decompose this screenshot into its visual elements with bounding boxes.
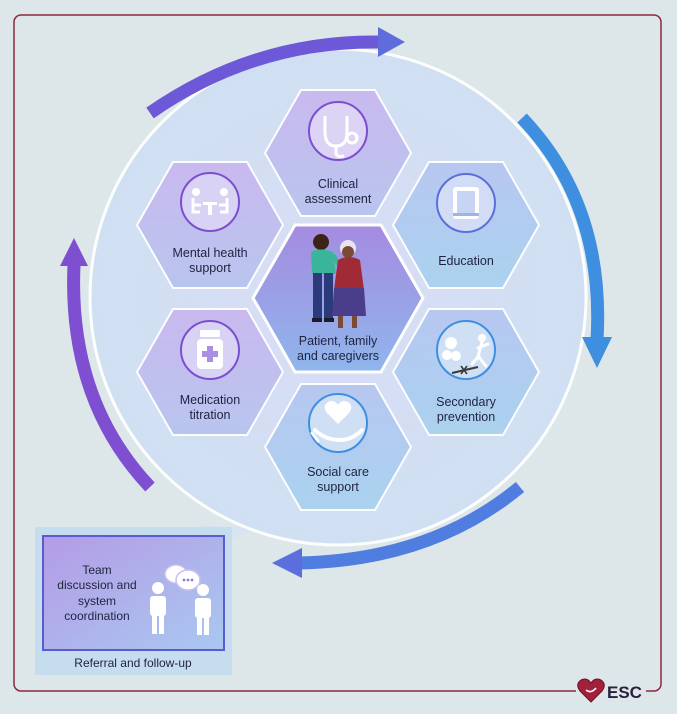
patient-family-icon [311,234,366,328]
center-line2: and caregivers [297,349,379,363]
team-line1: Team [82,563,111,577]
cycle-arrows [60,27,612,578]
arrow-right-head [582,337,612,368]
pill-bottle-icon [180,320,240,380]
hex-medication-titration: Medication titration [135,308,285,436]
counselling-icon [180,172,240,232]
hex-secondary-prevention: Secondary prevention [391,308,541,436]
clinical-line2: assessment [305,192,372,206]
center-line1: Patient, family [299,334,378,348]
arrow-top [146,35,381,119]
hex-mental-health-support: Mental health support [135,161,285,289]
social-line2: support [317,480,359,494]
secondary-line2: prevention [437,410,495,424]
hex-center-patient: Patient, family and caregivers [251,223,425,374]
team-line3: system [78,594,116,608]
secondary-line1: Secondary [436,395,497,409]
arrow-right [517,113,605,341]
esc-logo: ESC [576,677,646,705]
heart-hand-icon [308,393,368,453]
team-line4: coordination [64,609,129,623]
arrow-left-head [60,238,88,266]
mental-line2: support [189,261,231,275]
hex-education: Education [391,161,541,289]
book-icon [436,173,496,233]
team-box [42,535,225,651]
medication-line1: Medication [180,393,240,407]
clinical-line1: Clinical [318,177,358,191]
medication-line2: titration [190,408,231,422]
team-discussion-icon [150,564,211,635]
heart-logo-icon [577,678,605,703]
team-panel: Team discussion and system coordination … [35,527,232,675]
stethoscope-icon [308,101,368,161]
hex-social-care-support: Social care support [263,383,413,511]
referral-label: Referral and follow-up [74,656,192,670]
arrow-bottom [299,481,525,570]
arrow-left [67,264,155,492]
arrow-top-head [378,27,405,57]
healthy-lifestyle-icon [436,320,496,380]
education-line1: Education [438,254,494,268]
hex-clinical-assessment: Clinical assessment [263,89,413,217]
arrow-bottom-head [272,548,302,578]
esc-logo-text: ESC [607,683,642,702]
social-line1: Social care [307,465,369,479]
mental-line1: Mental health [172,246,247,260]
team-line2: discussion and [57,578,136,592]
